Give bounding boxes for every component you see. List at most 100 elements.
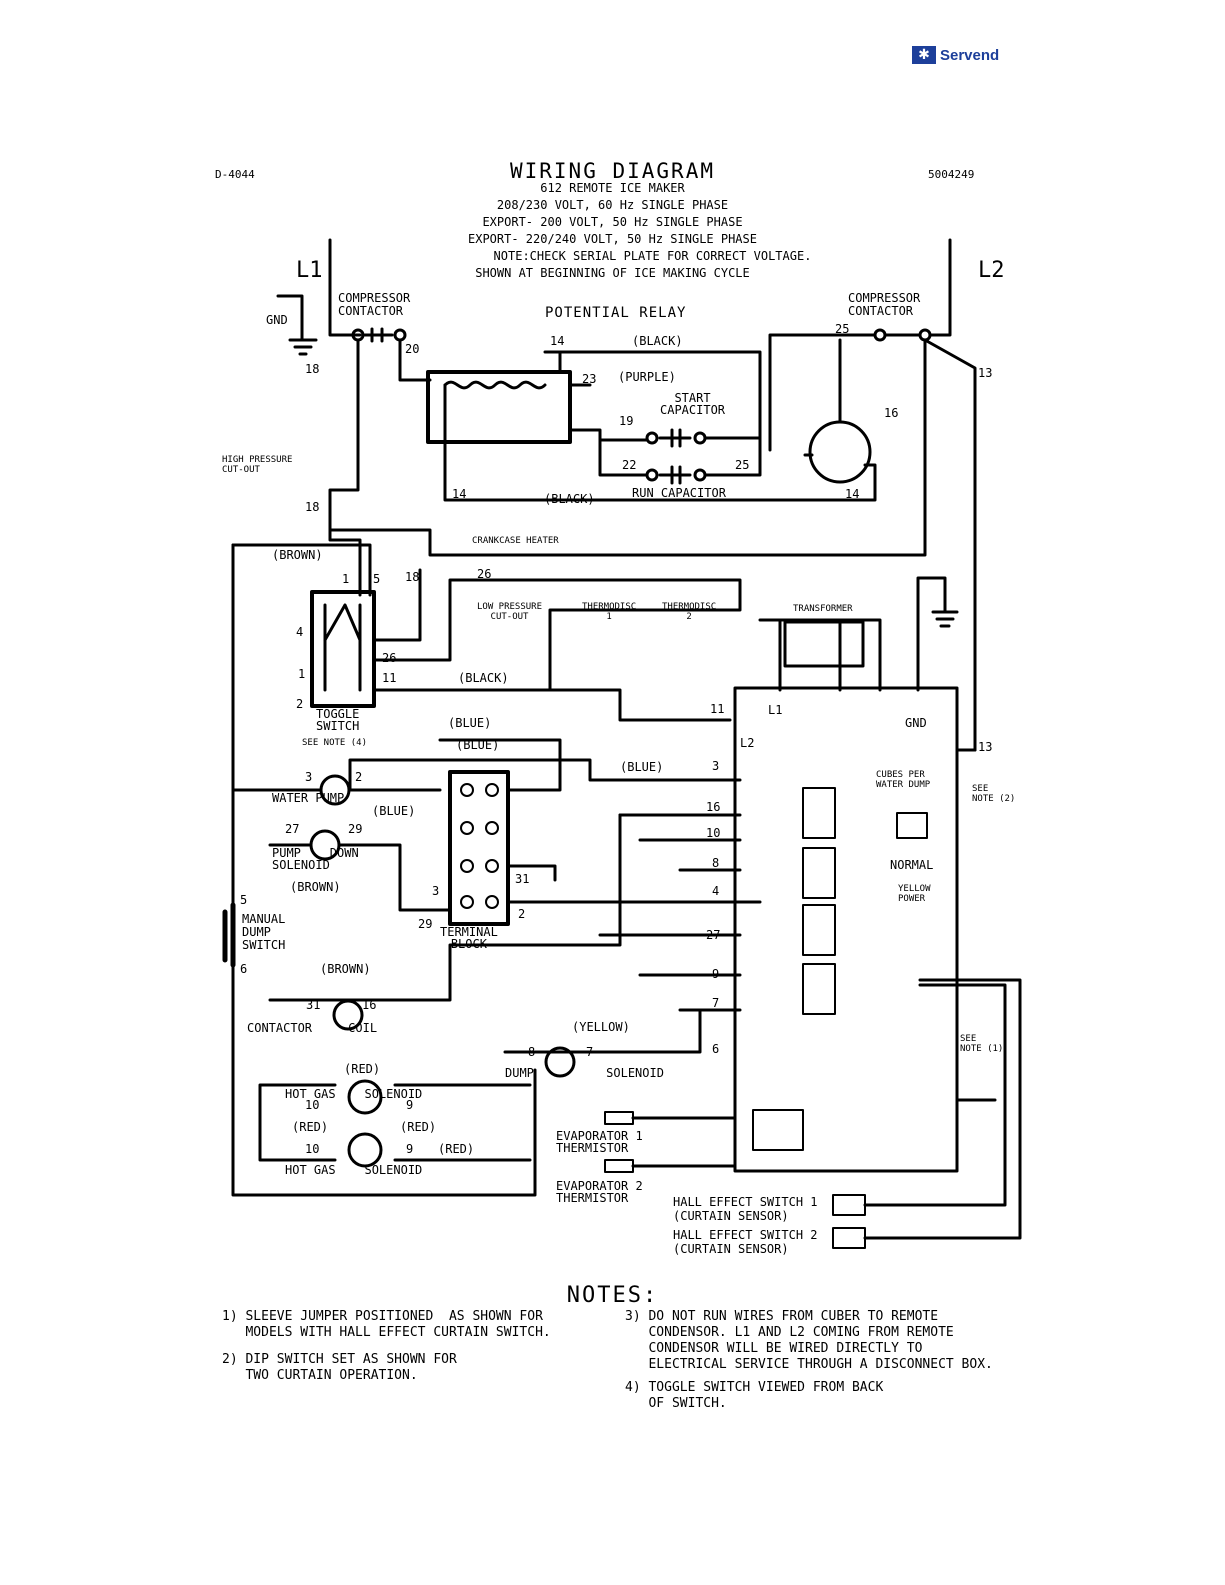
wire-number-1b: 1	[298, 667, 306, 681]
board-l1-label: L1	[768, 703, 783, 717]
notes-heading: NOTES:	[566, 1283, 659, 1308]
wire-number-22: 22	[622, 458, 637, 472]
wire-number-5b: 5	[240, 893, 248, 907]
potential-relay-label: POTENTIAL RELAY	[545, 305, 687, 321]
hall-effect-switch-2-label: HALL EFFECT SWITCH 2 (CURTAIN SENSOR)	[673, 1228, 818, 1256]
drawing-code-right: 5004249	[928, 168, 975, 181]
wire-number-10: 10	[706, 826, 721, 840]
wire-number-25b: 25	[835, 322, 850, 336]
thermodisc-2-label: THERMODISC 2	[662, 602, 717, 622]
wire-number-3c: 3	[432, 884, 440, 898]
toggle-switch-label: TOGGLE SWITCH	[316, 707, 360, 733]
wire-number-8: 8	[712, 856, 720, 870]
contactor-coil-label: CONTACTOR COIL	[247, 1021, 378, 1035]
subtitle-line-5: NOTE:CHECK SERIAL PLATE FOR CORRECT VOLT…	[493, 249, 812, 263]
water-pump-label: WATER PUMP	[272, 791, 345, 805]
wire-color-red-label: (RED)	[344, 1062, 381, 1076]
wire-number-18: 18	[305, 362, 320, 376]
evaporator-1-thermistor-label: EVAPORATOR 1 THERMISTOR	[556, 1129, 643, 1155]
wire-number-16: 16	[706, 800, 721, 814]
wire-number-27: 27	[706, 928, 721, 942]
normal-label: NORMAL	[890, 858, 934, 872]
wire-number-6: 6	[712, 1042, 720, 1056]
wire-number-2c: 2	[518, 907, 526, 921]
wire-number-7b: 7	[586, 1045, 594, 1059]
board-gnd-label: GND	[905, 716, 927, 730]
wire-number-2b: 2	[355, 770, 363, 784]
transformer-label: TRANSFORMER	[793, 604, 853, 614]
wire-color-blue-label-4: (BLUE)	[372, 804, 416, 818]
brand-name: Servend	[940, 46, 1000, 64]
wire-number-8b: 8	[528, 1045, 536, 1059]
yellow-power-label: YELLOW POWER	[898, 884, 931, 904]
wire-number-5: 5	[373, 572, 381, 586]
terminal-block-label: TERMINAL BLOCK	[440, 925, 498, 951]
wire-number-3: 3	[305, 770, 313, 784]
start-capacitor-label: START CAPACITOR	[660, 391, 726, 417]
wire-number-26b: 26	[382, 651, 397, 665]
subtitle-line-2: 208/230 VOLT, 60 Hz SINGLE PHASE	[496, 198, 729, 212]
wire-color-blue-label-3: (BLUE)	[620, 760, 664, 774]
manual-dump-switch-label: MANUAL DUMP SWITCH	[242, 912, 286, 952]
thermodisc-1-label: THERMODISC 1	[582, 602, 637, 622]
wire-color-yellow-label: (YELLOW)	[572, 1020, 630, 1034]
wire-number-25: 25	[735, 458, 750, 472]
note-1: 1) SLEEVE JUMPER POSITIONED AS SHOWN FOR…	[222, 1309, 551, 1340]
run-capacitor-label: RUN CAPACITOR	[632, 486, 726, 500]
high-pressure-cutout-label: HIGH PRESSURE CUT-OUT	[222, 455, 293, 475]
wire-number-14: 14	[550, 334, 565, 348]
wire-color-brown-label: (BROWN)	[272, 548, 323, 562]
line-l1-label: L1	[296, 258, 323, 283]
wire-number-10b: 10	[305, 1098, 320, 1112]
low-pressure-cutout-label: LOW PRESSURE CUT-OUT	[477, 602, 543, 622]
note-2: 2) DIP SWITCH SET AS SHOWN FOR TWO CURTA…	[222, 1352, 457, 1383]
brand-logo: ✱ Servend	[912, 46, 999, 64]
see-note-4-label: SEE NOTE (4)	[302, 738, 368, 748]
wire-color-black-label: (BLACK)	[632, 334, 683, 348]
cubes-per-dump-label: CUBES PER WATER DUMP	[876, 770, 931, 790]
see-note-2-label: SEE NOTE (2)	[972, 784, 1016, 804]
subtitle-line-1: 612 REMOTE ICE MAKER	[540, 181, 685, 195]
wire-color-purple-label: (PURPLE)	[618, 370, 676, 384]
wire-color-blue-label: (BLUE)	[448, 716, 492, 730]
wire-number-2: 2	[296, 697, 304, 711]
subtitle-line-6: SHOWN AT BEGINNING OF ICE MAKING CYCLE	[475, 266, 750, 280]
note-3: 3) DO NOT RUN WIRES FROM CUBER TO REMOTE…	[625, 1309, 993, 1372]
wire-number-23: 23	[582, 372, 597, 386]
wire-color-brown-label-3: (BROWN)	[320, 962, 371, 976]
wire-color-red-label-3: (RED)	[400, 1120, 437, 1134]
compressor-contactor-left-label: COMPRESSOR CONTACTOR	[338, 291, 411, 318]
wire-number-12: 13	[978, 366, 993, 380]
wire-number-18c: 18	[405, 570, 420, 584]
wire-number-3b: 3	[712, 759, 720, 773]
diagram-title: WIRING DIAGRAM	[509, 159, 715, 183]
evaporator-2-thermistor-label: EVAPORATOR 2 THERMISTOR	[556, 1179, 643, 1205]
drawing-code-left: D-4044	[215, 168, 255, 181]
wire-number-12b: 13	[978, 740, 993, 754]
subtitle-line-3: EXPORT- 200 VOLT, 50 Hz SINGLE PHASE	[482, 215, 743, 229]
wire-number-7: 7	[712, 996, 720, 1010]
wire-number-9: 9	[712, 967, 720, 981]
wire-number-1: 1	[342, 572, 350, 586]
hot-gas-solenoid-2-label: HOT GAS SOLENOID	[285, 1163, 423, 1177]
wire-number-9c: 9	[406, 1142, 414, 1156]
pump-down-solenoid-label: PUMP DOWN SOLENOID	[272, 846, 359, 872]
subtitle-line-4: EXPORT- 220/240 VOLT, 50 Hz SINGLE PHASE	[468, 232, 757, 246]
wire-number-6b: 6	[240, 962, 248, 976]
wire-number-4: 4	[296, 625, 304, 639]
compressor-contactor-right-label: COMPRESSOR CONTACTOR	[848, 291, 921, 318]
wire-color-brown-label-2: (BROWN)	[290, 880, 341, 894]
see-note-1-label: SEE NOTE (1)	[960, 1034, 1004, 1054]
wire-color-blue-label-2: (BLUE)	[456, 738, 500, 752]
wire-number-31: 31	[515, 872, 530, 886]
wire-number-13b: 14	[845, 487, 860, 501]
hall-effect-switch-1-label: HALL EFFECT SWITCH 1 (CURTAIN SENSOR)	[673, 1195, 818, 1223]
ground-label: GND	[266, 313, 288, 327]
hot-gas-solenoid-1-label: HOT GAS SOLENOID	[285, 1087, 423, 1101]
wire-number-29: 29	[348, 822, 363, 836]
wire-color-black-label-3: (BLACK)	[458, 671, 509, 685]
wire-color-red-label-2: (RED)	[292, 1120, 329, 1134]
wire-number-29b: 29	[418, 917, 433, 931]
wire-number-26: 26	[477, 567, 492, 581]
